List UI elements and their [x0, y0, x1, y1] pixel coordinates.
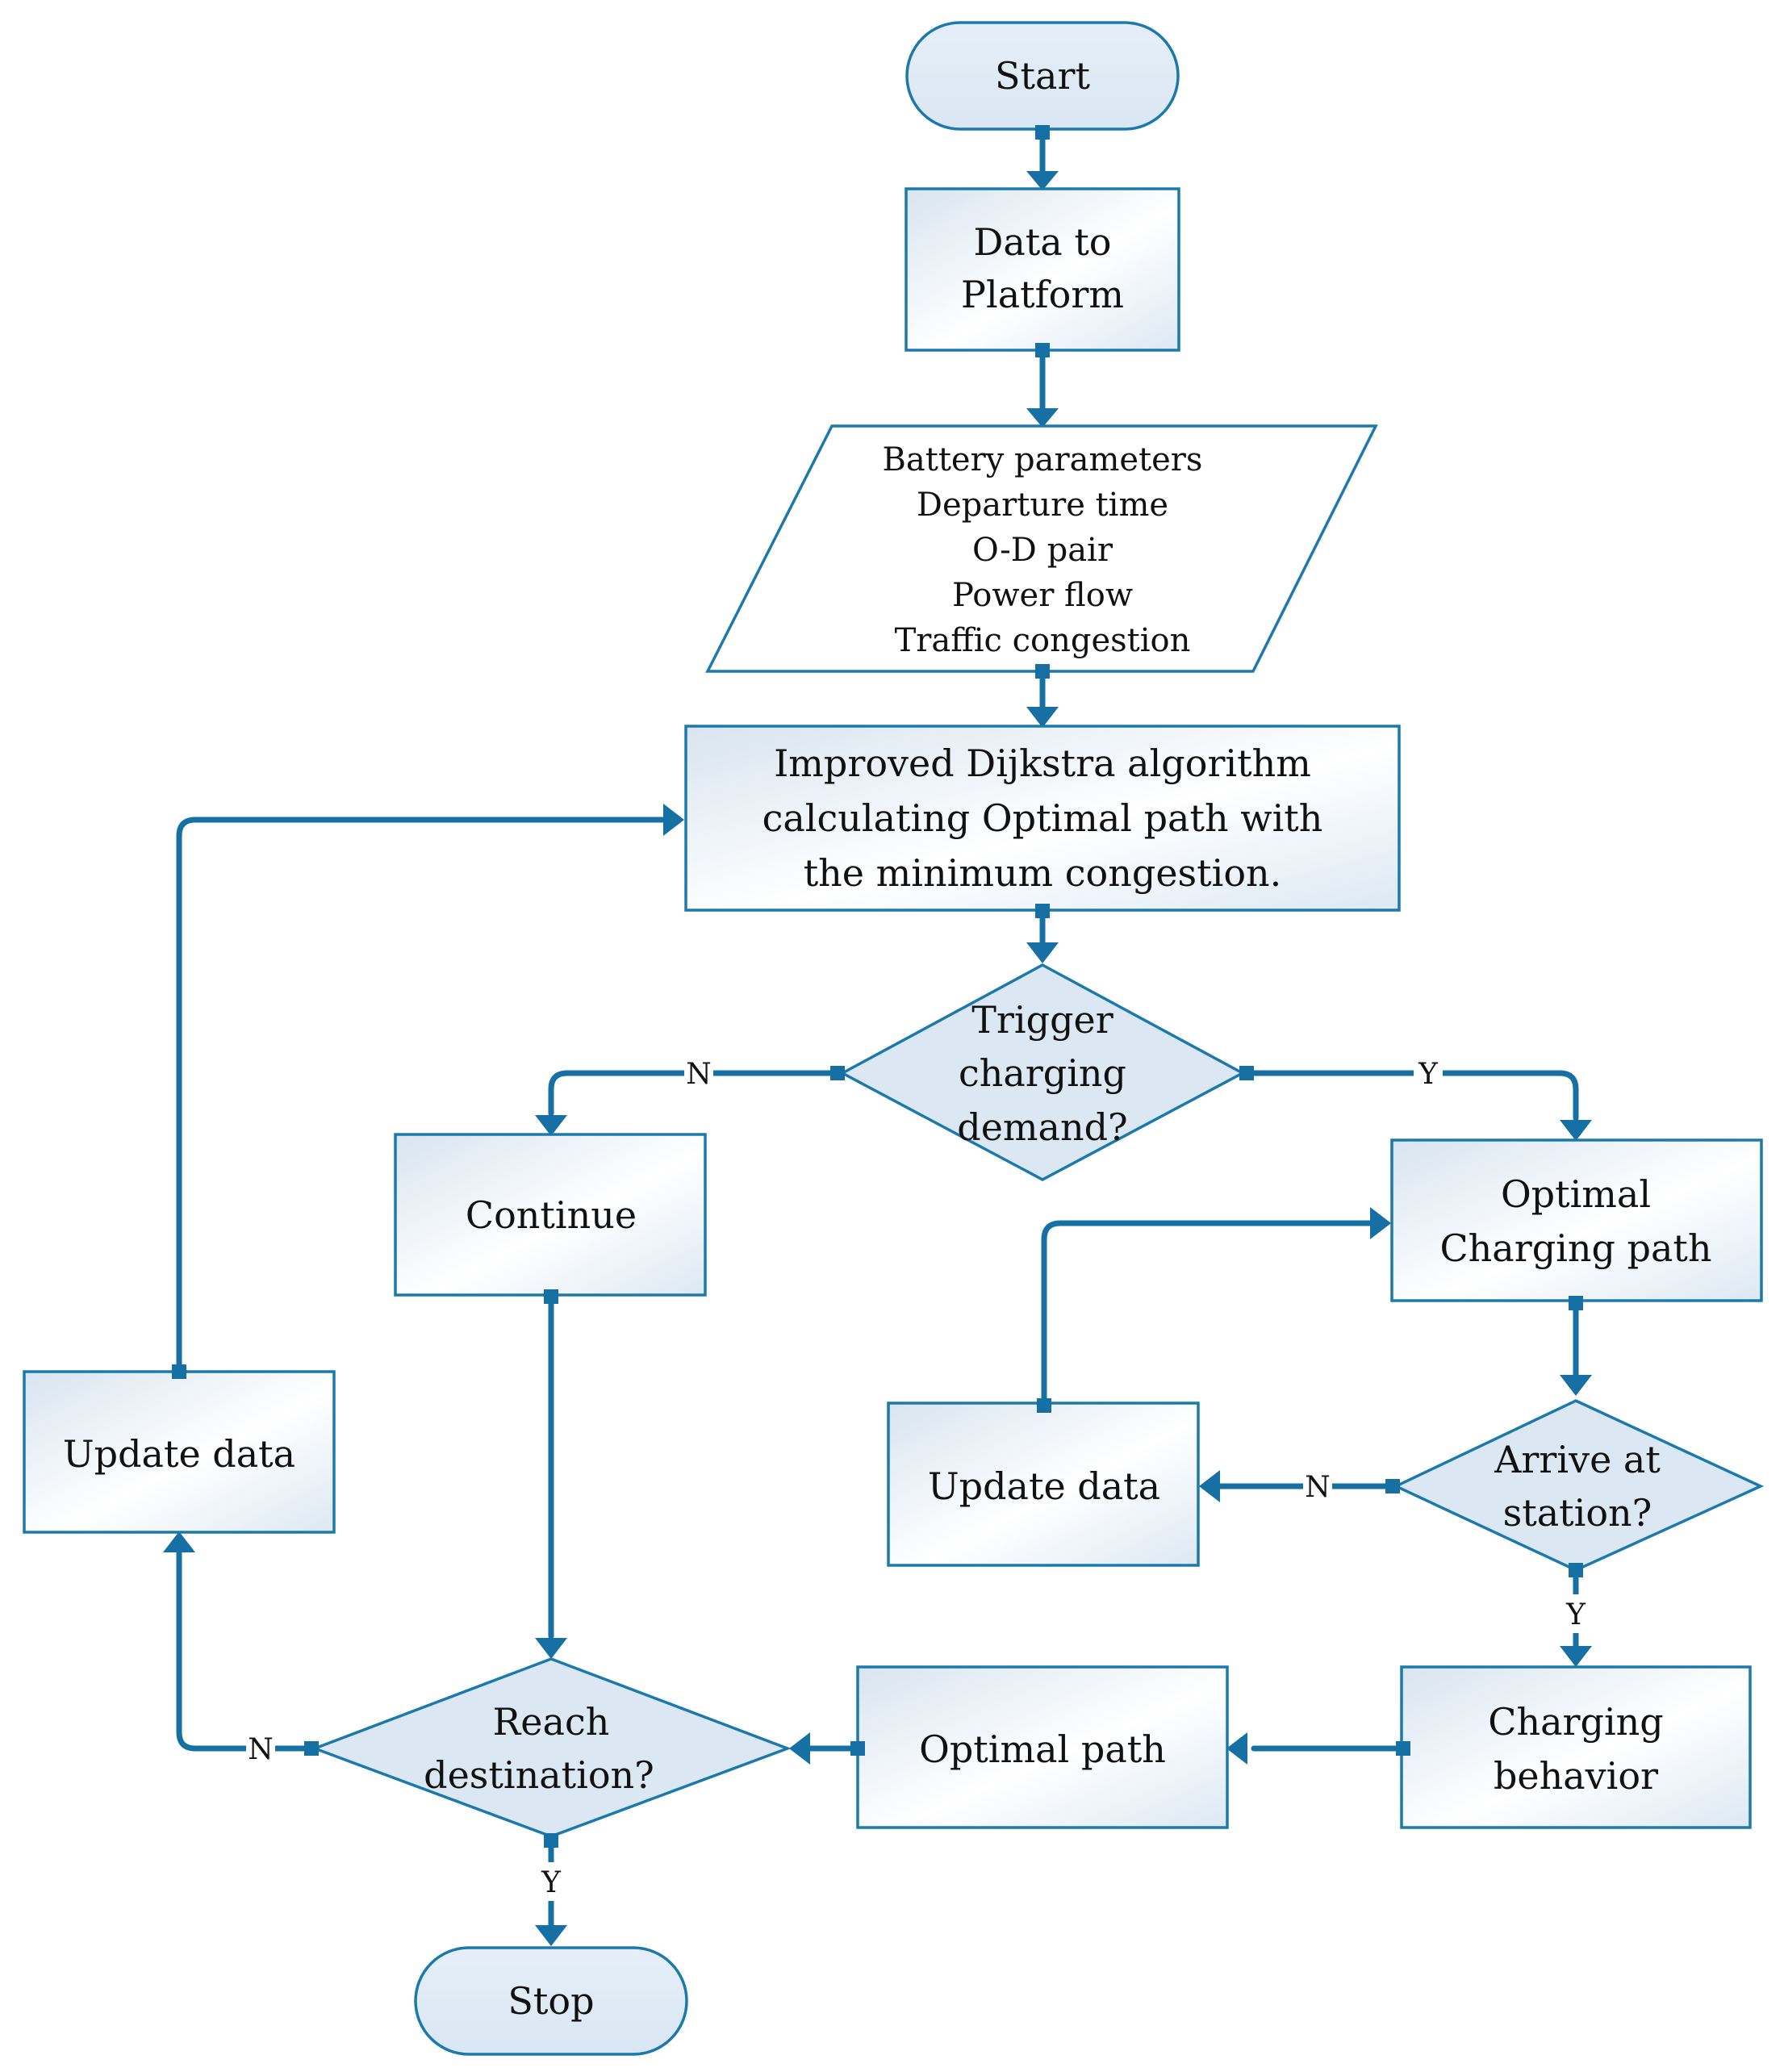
start-label: Start	[995, 54, 1090, 98]
arrowhead	[535, 1925, 567, 1946]
arrive-label-line1: Arrive at	[1494, 1438, 1661, 1481]
node-labels: Start Data to Platform Battery parameter…	[63, 54, 1712, 2023]
port	[544, 1289, 558, 1304]
update-data-left-label: Update data	[63, 1432, 295, 1476]
stop-terminator	[414, 1946, 688, 2056]
stop-label: Stop	[508, 1979, 594, 2023]
port	[1035, 125, 1050, 140]
arrive-no-label: N	[1305, 1471, 1331, 1504]
arrowhead	[1560, 1375, 1592, 1396]
arrowhead	[1199, 1470, 1220, 1502]
trigger-label-line2: charging	[959, 1051, 1126, 1095]
arrowhead	[1026, 171, 1059, 190]
optimal-charging-path-label-line1: Optimal	[1501, 1172, 1651, 1216]
continue-label: Continue	[466, 1193, 637, 1237]
connection-ports	[172, 125, 1583, 1848]
inputs-parallelogram	[705, 424, 1378, 673]
inputs-line-traffic: Traffic congestion	[895, 622, 1191, 659]
trigger-diamond	[839, 963, 1246, 1181]
optimal-charging-path-box	[1390, 1138, 1763, 1302]
shapes	[23, 21, 1765, 2056]
port	[544, 1833, 558, 1848]
arrowhead	[663, 804, 684, 836]
update-data-right-label: Update data	[928, 1464, 1160, 1508]
edge-update-right-loop	[1041, 1220, 1373, 1409]
update-data-right-box	[887, 1402, 1200, 1567]
arrowhead	[1226, 1732, 1247, 1765]
data-to-platform-label-line1: Data to	[973, 220, 1111, 264]
trigger-label-line1: Trigger	[971, 998, 1113, 1042]
port	[1035, 904, 1050, 918]
arrowhead	[1026, 707, 1059, 728]
arrowhead	[1560, 1120, 1592, 1141]
arrowhead	[1560, 1646, 1592, 1667]
trigger-label-line3: demand?	[957, 1105, 1127, 1149]
reach-label-line1: Reach	[493, 1700, 610, 1744]
port	[304, 1741, 319, 1756]
port	[1035, 343, 1050, 357]
reach-no-label: N	[248, 1733, 274, 1766]
optimal-path-box	[856, 1665, 1229, 1829]
arrowhead	[163, 1531, 195, 1552]
arrive-diamond	[1392, 1399, 1765, 1572]
dijkstra-box	[684, 725, 1401, 912]
edge-reach-no	[176, 1549, 315, 1752]
continue-box	[394, 1133, 707, 1297]
data-to-platform-box	[905, 187, 1180, 352]
trigger-no-label: N	[686, 1058, 712, 1091]
port	[830, 1066, 845, 1080]
port	[1035, 664, 1050, 679]
optimal-charging-path-label-line2: Charging path	[1439, 1226, 1711, 1270]
port	[1569, 1296, 1583, 1310]
dijkstra-label-line1: Improved Dijkstra algorithm	[774, 741, 1311, 785]
arrowhead	[789, 1732, 810, 1765]
charging-behavior-label-line1: Charging	[1488, 1700, 1663, 1744]
connectors	[163, 129, 1592, 1946]
port	[1396, 1741, 1410, 1756]
edge-trigger-yes	[1243, 1070, 1579, 1122]
reach-diamond	[311, 1657, 792, 1838]
port	[1569, 1563, 1583, 1577]
reach-yes-label: Y	[541, 1866, 562, 1899]
dijkstra-label-line2: calculating Optimal path with	[762, 796, 1323, 840]
trigger-yes-label: Y	[1418, 1058, 1439, 1091]
arrowhead	[535, 1115, 567, 1136]
dijkstra-label-line3: the minimum congestion.	[804, 851, 1282, 895]
arrive-yes-label: Y	[1565, 1598, 1586, 1631]
port	[1385, 1479, 1400, 1493]
reach-label-line2: destination?	[424, 1753, 654, 1797]
arrowhead	[1026, 408, 1059, 428]
arrowhead	[535, 1638, 567, 1659]
charging-behavior-label-line2: behavior	[1494, 1754, 1658, 1798]
update-data-left-box	[23, 1370, 336, 1534]
port	[850, 1741, 865, 1756]
inputs-line-od: O-D pair	[972, 532, 1113, 569]
port	[172, 1364, 186, 1379]
port	[1037, 1398, 1051, 1413]
port	[1239, 1066, 1254, 1080]
edge-trigger-no	[548, 1070, 841, 1117]
arrive-label-line2: station?	[1503, 1491, 1652, 1535]
optimal-path-label: Optimal path	[919, 1727, 1166, 1771]
charging-behavior-box	[1400, 1665, 1752, 1829]
edge-labels: N Y N Y N Y	[246, 1054, 1590, 1901]
arrowhead	[1026, 942, 1059, 963]
edge-update-left-loop	[176, 817, 666, 1375]
data-to-platform-label-line2: Platform	[961, 273, 1124, 316]
inputs-line-battery: Battery parameters	[883, 441, 1203, 478]
inputs-line-departure: Departure time	[917, 487, 1168, 524]
inputs-line-power: Power flow	[952, 577, 1133, 614]
arrowhead	[1370, 1207, 1391, 1239]
